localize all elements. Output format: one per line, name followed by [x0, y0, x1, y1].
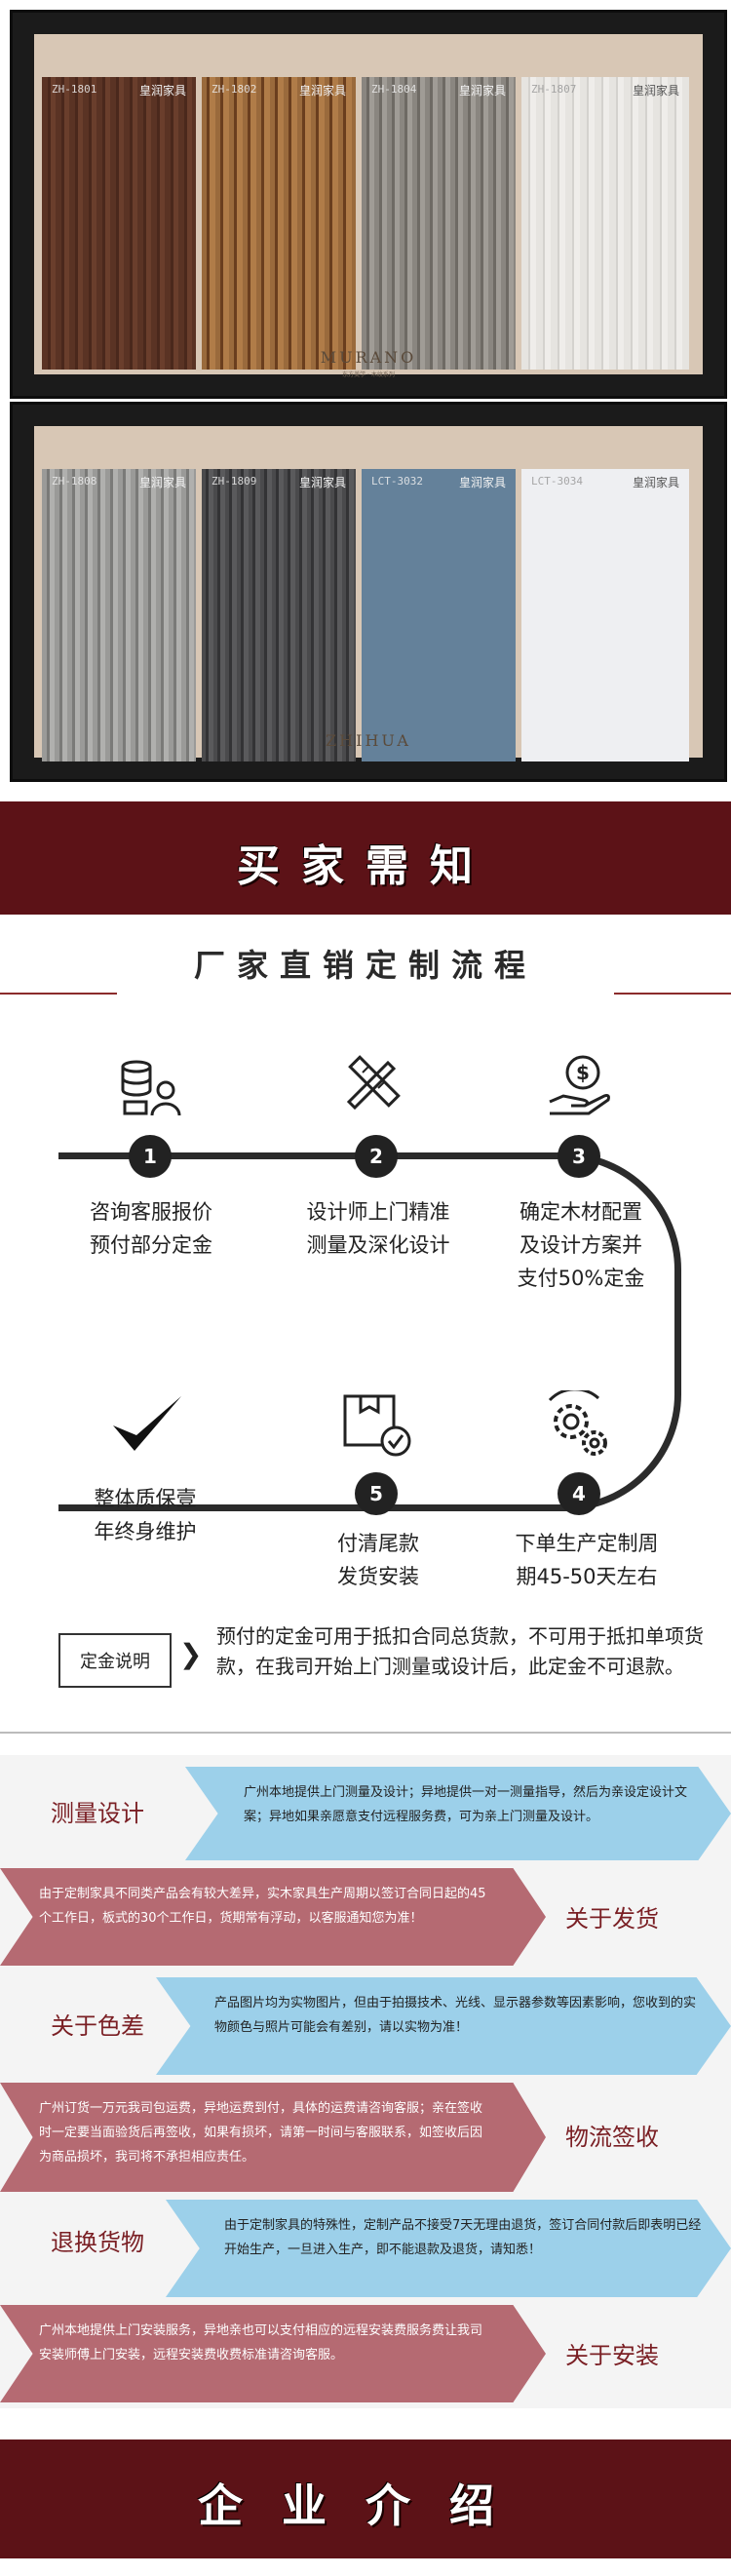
swatch-code: ZH-1804: [371, 83, 417, 96]
swatch-zh-1809: ZH-1809 皇润家具: [202, 469, 356, 761]
ruler-pencil-icon: [339, 1045, 407, 1117]
step-node-5: 5: [355, 1472, 398, 1515]
step-text-6: 整体质保壹 年终身维护: [94, 1487, 197, 1543]
notices-section: 测量设计 广州本地提供上门测量及设计；异地提供一对一测量指导，然后为亲设定设计文…: [0, 1755, 731, 2408]
notice-label-shipping: 关于发货: [565, 1905, 659, 1932]
swatch-code: ZH-1801: [52, 83, 97, 96]
banner-company-intro: 企业介绍: [0, 2439, 731, 2558]
swatch-brand: 皇润家具: [632, 84, 679, 98]
notice-text-shipping: 由于定制家具不同类产品会有较大差异，实木家具生产周期以签订合同日起的45个工作日…: [0, 1868, 546, 1966]
deposit-text: 预付的定金可用于抵扣合同总货款，不可用于抵扣单项货款，在我司开始上门测量或设计后…: [216, 1624, 704, 1678]
svg-text:$: $: [576, 1061, 590, 1084]
swatch-brand: 皇润家具: [458, 476, 506, 489]
swatch-zh-1808: ZH-1808 皇润家具: [42, 469, 196, 761]
hand-dollar-icon: $: [546, 1053, 614, 1125]
title-divider-right: [614, 993, 731, 995]
notice-text-logistics: 广州订货一万元我司包运费，异地运费到付，具体的运费请咨询客服；亲在签收时一定要当…: [0, 2083, 546, 2192]
board-label: MURANO: [320, 348, 417, 367]
chevron-right-icon: ❯: [179, 1638, 203, 1670]
step-text-5: 付清尾款 发货安装: [337, 1532, 419, 1588]
swatch-zh-1807: ZH-1807 皇润家具: [521, 77, 689, 370]
swatch-brand: 皇润家具: [298, 84, 346, 98]
title-divider-left: [0, 993, 117, 995]
step-node-1: 1: [129, 1135, 172, 1178]
section-divider: [0, 1732, 731, 1734]
sample-board-zhihua: ZH-1808 皇润家具 ZH-1809 皇润家具 LCT-3032 皇润家具 …: [10, 402, 727, 782]
swatch-code: ZH-1808: [52, 475, 97, 488]
gears-icon: [542, 1387, 614, 1466]
step-node-2: 2: [355, 1135, 398, 1178]
step-text-4: 下单生产定制周 期45-50天左右: [515, 1532, 659, 1588]
step-text-1: 咨询客服报价 预付部分定金: [90, 1200, 212, 1257]
swatch-zh-1801: ZH-1801 皇润家具: [42, 77, 196, 370]
swatch-brand: 皇润家具: [298, 476, 346, 489]
package-check-icon: [341, 1392, 413, 1464]
notice-label-installation: 关于安装: [565, 2342, 659, 2369]
deposit-label: 定金说明: [58, 1633, 172, 1688]
notice-text-color: 产品图片均为实物图片，但由于拍摄技术、光线、显示器参数等因素影响，您收到的实物颜…: [156, 1977, 731, 2075]
process-title: 厂家直销定制流程: [193, 947, 537, 984]
swatch-code: LCT-3032: [371, 475, 423, 488]
swatch-code: ZH-1802: [212, 83, 257, 96]
notice-text-returns: 由于定制家具的特殊性，定制产品不接受7天无理由退货，签订合同付款后即表明已经开始…: [166, 2200, 731, 2297]
board-label: ZHIHUA: [326, 731, 411, 750]
swatch-code: LCT-3034: [531, 475, 583, 488]
notice-text-installation: 广州本地提供上门安装服务，异地亲也可以支付相应的远程安装费服务费让我司安装师傅上…: [0, 2305, 546, 2402]
banner-buyer-notice: 买家需知: [0, 801, 731, 915]
deposit-label-text: 定金说明: [80, 1652, 150, 1672]
swatch-brand: 皇润家具: [632, 476, 679, 489]
sample-board-murano: ZH-1801 皇润家具 ZH-1802 皇润家具 ZH-1804 皇润家具 Z…: [10, 10, 727, 399]
notice-label-logistics: 物流签收: [565, 2124, 659, 2151]
swatch-code: ZH-1809: [212, 475, 257, 488]
board-sublabel: 东方美学 · 木纹系列: [342, 371, 395, 378]
checkmark-icon: [107, 1390, 185, 1463]
swatch-brand: 皇润家具: [138, 84, 186, 98]
banner-title: 企业介绍: [198, 2479, 533, 2532]
swatch-zh-1804: ZH-1804 皇润家具: [362, 77, 516, 370]
notice-label-returns: 退换货物: [51, 2229, 144, 2256]
step-node-4: 4: [558, 1472, 600, 1515]
swatch-lct-3032: LCT-3032 皇润家具: [362, 469, 516, 761]
swatch-brand: 皇润家具: [458, 84, 506, 98]
swatch-zh-1802: ZH-1802 皇润家具: [202, 77, 356, 370]
step-text-2: 设计师上门精准 测量及深化设计: [306, 1200, 450, 1257]
swatch-lct-3034: LCT-3034 皇润家具: [521, 469, 689, 761]
samples-section: ZH-1801 皇润家具 ZH-1802 皇润家具 ZH-1804 皇润家具 Z…: [0, 0, 731, 782]
notice-text-measure: 广州本地提供上门测量及设计；异地提供一对一测量指导，然后为亲设定设计文案；异地如…: [185, 1767, 731, 1860]
step-node-3: 3: [558, 1135, 600, 1178]
notice-label-measure: 测量设计: [51, 1800, 144, 1827]
swatch-brand: 皇润家具: [138, 476, 186, 489]
notice-label-color: 关于色差: [51, 2012, 144, 2040]
swatch-code: ZH-1807: [531, 83, 577, 96]
banner-title: 买家需知: [237, 841, 494, 891]
database-user-icon: [117, 1053, 185, 1125]
step-text-3: 确定木材配置 及设计方案并 支付50%定金: [517, 1200, 645, 1290]
